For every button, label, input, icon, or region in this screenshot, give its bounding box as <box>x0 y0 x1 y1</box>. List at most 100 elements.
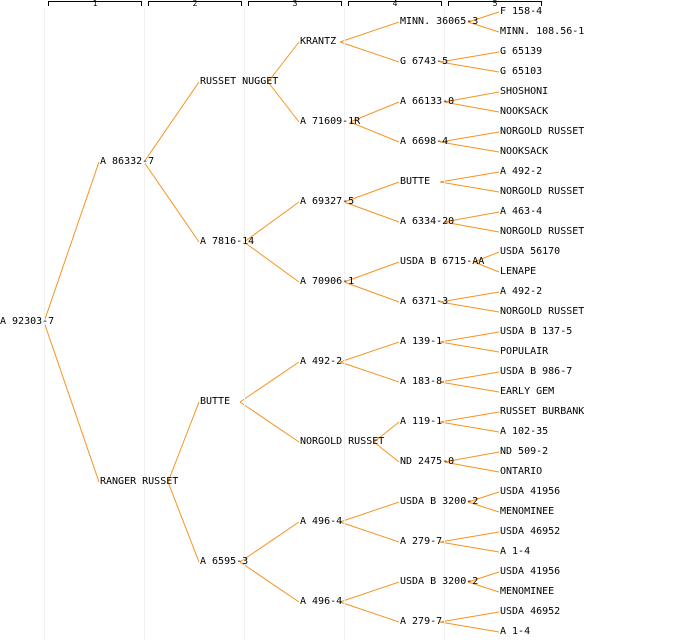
pedigree-edge <box>439 61 500 73</box>
pedigree-node-russet-nugget: RUSSET NUGGET <box>200 76 279 87</box>
pedigree-edge <box>339 41 400 63</box>
pedigree-node-a-119-1: A 119-1 <box>400 416 443 427</box>
pedigree-node-usda-46952: USDA 46952 <box>500 526 561 537</box>
pedigree-node-a-6595-3: A 6595-3 <box>200 556 249 567</box>
pedigree-node-usda-b-986-7: USDA B 986-7 <box>500 366 573 377</box>
pedigree-edge <box>473 251 500 263</box>
pedigree-edge <box>343 261 400 283</box>
pedigree-edge <box>339 581 400 603</box>
generation-number: 2 <box>192 0 198 8</box>
column-separator <box>44 8 45 640</box>
pedigree-node-a-463-4: A 463-4 <box>500 206 543 217</box>
pedigree-edge <box>439 621 500 633</box>
pedigree-node-ranger-russet: RANGER RUSSET <box>100 476 179 487</box>
pedigree-node-a-69327-5: A 69327-5 <box>300 196 355 207</box>
generation-bracket <box>48 1 142 6</box>
pedigree-node-a-66133-0: A 66133-0 <box>400 96 455 107</box>
pedigree-node-populair: POPULAIR <box>500 346 549 357</box>
pedigree-edge <box>339 601 400 623</box>
pedigree-edge <box>243 201 300 243</box>
pedigree-edge <box>239 361 300 403</box>
pedigree-edge <box>339 341 400 363</box>
pedigree-node-menominee: MENOMINEE <box>500 586 555 597</box>
pedigree-edge <box>439 531 500 543</box>
pedigree-edge <box>467 491 500 503</box>
pedigree-node-a-6334-20: A 6334-20 <box>400 216 455 227</box>
pedigree-edge <box>339 21 400 43</box>
pedigree-edge <box>339 521 400 543</box>
pedigree-edge <box>439 611 500 623</box>
pedigree-node-a-492-2: A 492-2 <box>300 356 343 367</box>
pedigree-node-nd-509-2: ND 509-2 <box>500 446 549 457</box>
pedigree-node-usda-b-3200-2: USDA B 3200-2 <box>400 576 479 587</box>
column-separator <box>344 8 345 640</box>
pedigree-edge <box>467 21 500 33</box>
pedigree-edge <box>439 331 500 343</box>
pedigree-node-usda-b-137-5: USDA B 137-5 <box>500 326 573 337</box>
pedigree-edge <box>343 181 400 203</box>
pedigree-node-g-6743-5: G 6743-5 <box>400 56 449 67</box>
pedigree-node-a-70906-1: A 70906-1 <box>300 276 355 287</box>
generation-bracket <box>248 1 342 6</box>
generation-header-1: 1 <box>48 0 142 12</box>
pedigree-edge <box>439 381 500 393</box>
pedigree-node-a-1-4: A 1-4 <box>500 626 531 637</box>
pedigree-node-krantz: KRANTZ <box>300 36 337 47</box>
pedigree-edge <box>349 101 400 123</box>
pedigree-edge <box>439 291 500 303</box>
column-separator <box>444 8 445 640</box>
pedigree-node-a-6698-4: A 6698-4 <box>400 136 449 147</box>
pedigree-edge <box>439 181 500 193</box>
pedigree-edge <box>439 141 500 153</box>
pedigree-edge <box>439 341 500 353</box>
pedigree-edge <box>239 401 300 443</box>
pedigree-node-a-279-7: A 279-7 <box>400 536 443 547</box>
pedigree-edge <box>339 361 400 383</box>
generation-header-3: 3 <box>248 0 342 12</box>
pedigree-edge <box>343 201 400 223</box>
pedigree-edge <box>473 261 500 273</box>
pedigree-edge <box>467 11 500 23</box>
pedigree-edge <box>443 91 500 103</box>
pedigree-edge <box>443 211 500 223</box>
pedigree-node-a-71609-1r: A 71609-1R <box>300 116 361 127</box>
pedigree-node-a-1-4: A 1-4 <box>500 546 531 557</box>
generation-bracket <box>348 1 442 6</box>
pedigree-node-norgold-russet: NORGOLD RUSSET <box>300 436 385 447</box>
pedigree-node-minn-36065-3: MINN. 36065-3 <box>400 16 479 27</box>
pedigree-node-a-86332-7: A 86332-7 <box>100 156 155 167</box>
pedigree-node-a-492-2: A 492-2 <box>500 286 543 297</box>
pedigree-edge <box>143 161 200 243</box>
generation-header-5: 5 <box>448 0 542 12</box>
pedigree-node-menominee: MENOMINEE <box>500 506 555 517</box>
column-separator <box>144 8 145 640</box>
pedigree-edge <box>143 81 200 163</box>
pedigree-node-norgold-russet: NORGOLD RUSSET <box>500 126 585 137</box>
generation-number: 5 <box>492 0 498 8</box>
pedigree-edge <box>373 441 400 463</box>
pedigree-edge <box>339 501 400 523</box>
pedigree-edge <box>467 581 500 593</box>
pedigree-node-norgold-russet: NORGOLD RUSSET <box>500 226 585 237</box>
pedigree-node-a-492-2: A 492-2 <box>500 166 543 177</box>
pedigree-node-ontario: ONTARIO <box>500 466 543 477</box>
pedigree-edge <box>167 401 200 483</box>
pedigree-node-a-7816-14: A 7816-14 <box>200 236 255 247</box>
pedigree-edge <box>349 121 400 143</box>
pedigree-edge <box>167 481 200 563</box>
pedigree-edge <box>439 171 500 183</box>
pedigree-node-a-279-7: A 279-7 <box>400 616 443 627</box>
pedigree-edge <box>439 411 500 423</box>
pedigree-edge <box>443 101 500 113</box>
generation-header-4: 4 <box>348 0 442 12</box>
generation-bracket <box>448 1 542 6</box>
pedigree-edge <box>439 131 500 143</box>
pedigree-edge <box>243 241 300 283</box>
pedigree-node-a-102-35: A 102-35 <box>500 426 549 437</box>
pedigree-edge <box>239 521 300 563</box>
pedigree-node-norgold-russet: NORGOLD RUSSET <box>500 306 585 317</box>
pedigree-node-usda-41956: USDA 41956 <box>500 566 561 577</box>
pedigree-edge <box>439 51 500 63</box>
